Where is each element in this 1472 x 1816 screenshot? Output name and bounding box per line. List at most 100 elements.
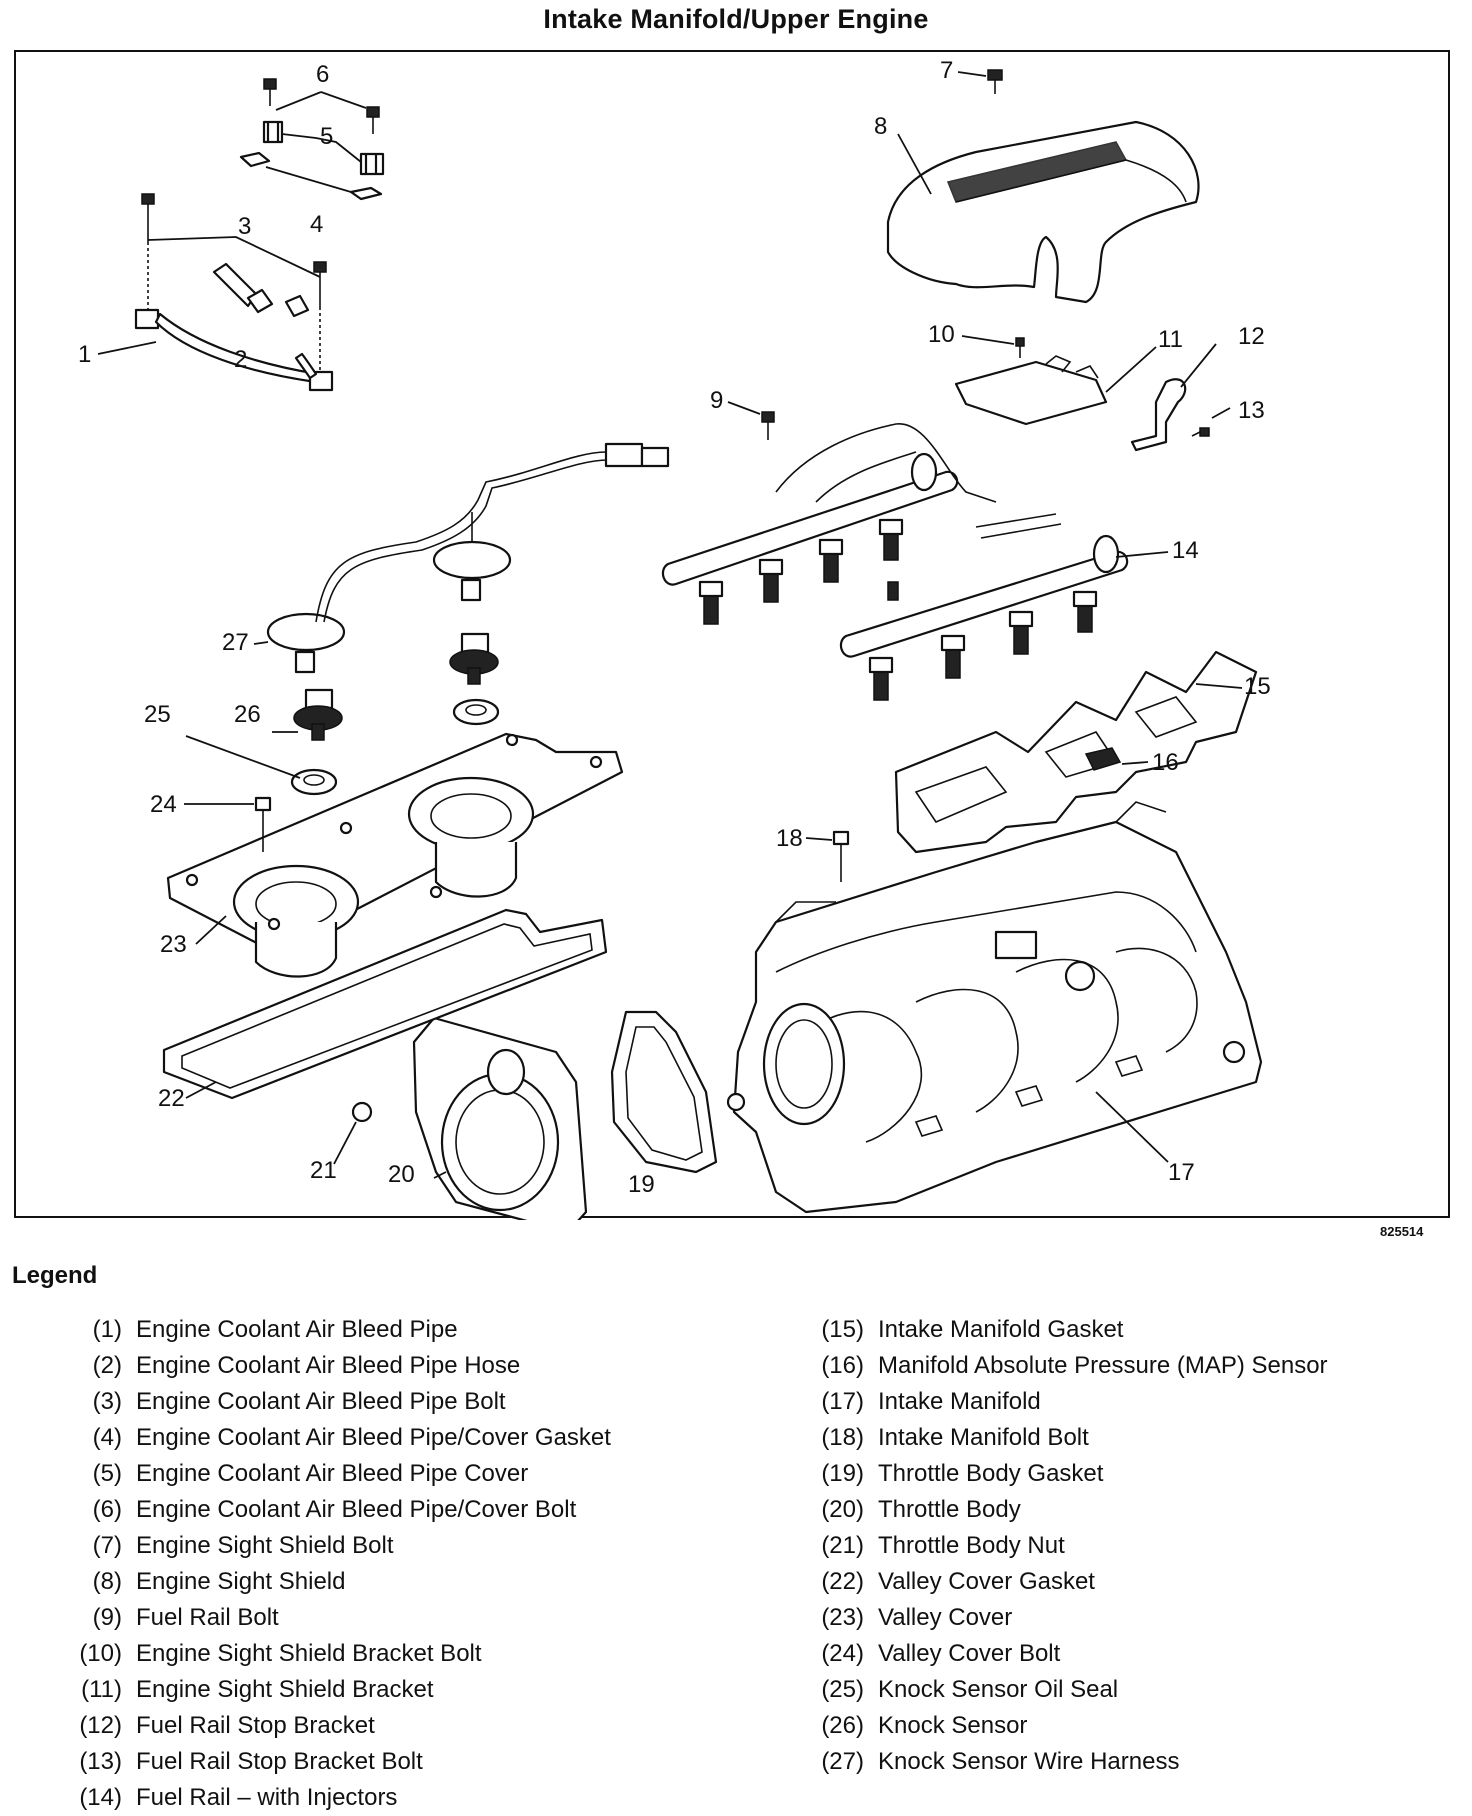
legend-item-label: Engine Sight Shield Bolt — [136, 1532, 394, 1559]
legend-item: (11) Engine Sight Shield Bracket — [40, 1672, 611, 1708]
legend-item: (6)Engine Coolant Air Bleed Pipe/Cover B… — [40, 1492, 611, 1528]
part-11-bracket — [954, 346, 1157, 426]
legend-item-number: (11) — [81, 1676, 122, 1703]
legend-item-number: (7) — [92, 1532, 122, 1559]
part-16-map-sensor — [1084, 747, 1149, 771]
legend-item-label: Engine Coolant Air Bleed Pipe Bolt — [136, 1388, 506, 1415]
legend-item: (17) Intake Manifold — [816, 1384, 1328, 1420]
callout-22: 22 — [158, 1085, 185, 1112]
legend-item-number: (25) — [821, 1676, 864, 1703]
legend-item: (8)Engine Sight Shield — [40, 1564, 611, 1600]
legend-item: (19)Throttle Body Gasket — [816, 1456, 1328, 1492]
callout-25: 25 — [144, 701, 171, 728]
legend-item-number: (12) — [79, 1712, 122, 1739]
callout-16: 16 — [1152, 749, 1179, 776]
legend-item-label: Valley Cover Bolt — [878, 1640, 1061, 1667]
legend-item-number: (23) — [821, 1604, 864, 1631]
legend-item: (23)Valley Cover — [816, 1600, 1328, 1636]
legend-item: (15)Intake Manifold Gasket — [816, 1312, 1328, 1348]
legend-item: (22) Valley Cover Gasket — [816, 1564, 1328, 1600]
legend-item-number: (22) — [821, 1568, 864, 1595]
legend-item: (21) Throttle Body Nut — [816, 1528, 1328, 1564]
legend-item-label: Fuel Rail Bolt — [136, 1604, 279, 1631]
legend-item-number: (18) — [821, 1424, 864, 1451]
part-20-throttle-body — [412, 1016, 588, 1220]
legend-item: (12)Fuel Rail Stop Bracket — [40, 1708, 611, 1744]
legend-column-right: (15)Intake Manifold Gasket (16)Manifold … — [816, 1312, 1328, 1780]
legend-item-label: Throttle Body Gasket — [878, 1460, 1104, 1487]
legend-item-label: Engine Sight Shield Bracket Bolt — [136, 1640, 482, 1667]
legend-item-label: Engine Sight Shield Bracket — [136, 1676, 434, 1703]
part-4-gaskets — [239, 151, 383, 201]
callout-7: 7 — [940, 57, 953, 84]
part-2-hose — [212, 262, 310, 318]
legend-item-number: (2) — [92, 1352, 122, 1379]
callout-26: 26 — [234, 701, 261, 728]
callout-10: 10 — [928, 321, 955, 348]
callout-21: 21 — [310, 1157, 337, 1184]
legend-item: (13)Fuel Rail Stop Bracket Bolt — [40, 1744, 611, 1780]
legend-item-label: Engine Coolant Air Bleed Pipe Hose — [136, 1352, 521, 1379]
part-8-engine-sight-shield — [886, 120, 1200, 304]
callout-9: 9 — [710, 387, 723, 414]
legend-item-number: (21) — [821, 1532, 864, 1559]
legend-item: (18)Intake Manifold Bolt — [816, 1420, 1328, 1456]
callout-1: 1 — [78, 341, 91, 368]
part-21-nut — [333, 1101, 373, 1165]
legend-item: (24) Valley Cover Bolt — [816, 1636, 1328, 1672]
legend-item-label: Intake Manifold — [878, 1388, 1041, 1415]
legend-item: (26)Knock Sensor — [816, 1708, 1328, 1744]
part-27-wire-harness — [253, 442, 670, 674]
callout-17: 17 — [1168, 1159, 1195, 1186]
legend-item: (20) Throttle Body — [816, 1492, 1328, 1528]
legend-item-label: Throttle Body Nut — [878, 1532, 1065, 1559]
callout-12: 12 — [1238, 323, 1265, 350]
legend-item: (5)Engine Coolant Air Bleed Pipe Cover — [40, 1456, 611, 1492]
legend-title: Legend — [12, 1262, 98, 1289]
exploded-view-drawing: 1 2 3 4 5 6 7 8 9 10 11 12 13 14 15 16 1… — [78, 57, 1271, 1220]
legend-item-number: (20) — [821, 1496, 864, 1523]
legend-item-number: (13) — [79, 1748, 122, 1775]
legend-item: (25) Knock Sensor Oil Seal — [816, 1672, 1328, 1708]
legend-item: (16)Manifold Absolute Pressure (MAP) Sen… — [816, 1348, 1327, 1384]
legend-item-number: (24) — [821, 1640, 864, 1667]
callout-18: 18 — [776, 825, 803, 852]
part-13-bolt — [1191, 407, 1231, 437]
part-10-bolt — [961, 335, 1025, 358]
callout-27: 27 — [222, 629, 249, 656]
exploded-view-diagram: 1 2 3 4 5 6 7 8 9 10 11 12 13 14 15 16 1… — [14, 50, 1450, 1220]
legend-item-label: Engine Coolant Air Bleed Pipe/Cover Gask… — [136, 1424, 611, 1451]
callout-6: 6 — [316, 61, 329, 88]
figure-id: 825514 — [1380, 1224, 1424, 1239]
legend-item-label: Knock Sensor Oil Seal — [878, 1676, 1119, 1703]
legend-item-label: Throttle Body — [878, 1496, 1021, 1523]
legend-item-label: Engine Coolant Air Bleed Pipe/Cover Bolt — [136, 1496, 577, 1523]
legend-item-number: (4) — [92, 1424, 122, 1451]
callout-13: 13 — [1238, 397, 1265, 424]
callout-11: 11 — [1158, 326, 1183, 353]
legend-item-number: (17) — [821, 1388, 864, 1415]
legend-item-number: (27) — [821, 1748, 864, 1775]
legend-column-left: (1) Engine Coolant Air Bleed Pipe (2) Engi… — [40, 1312, 611, 1816]
legend-item-number: (10) — [79, 1640, 122, 1667]
legend-item-label: Fuel Rail – with Injectors — [136, 1784, 398, 1811]
legend-item-label: Engine Coolant Air Bleed Pipe — [136, 1316, 458, 1343]
part-5-covers — [262, 120, 385, 176]
part-12-stop-bracket — [1130, 343, 1217, 452]
legend-item-number: (1) — [92, 1316, 122, 1343]
legend-item: (14) Fuel Rail – with Injectors — [40, 1780, 611, 1816]
legend-item-number: (5) — [92, 1460, 122, 1487]
part-19-throttle-gasket — [610, 1010, 718, 1174]
callout-5: 5 — [320, 123, 333, 150]
legend-item-number: (14) — [79, 1784, 122, 1811]
callout-15: 15 — [1244, 673, 1271, 700]
callout-23: 23 — [160, 931, 187, 958]
part-17-intake-manifold — [726, 801, 1263, 1214]
legend-item-number: (26) — [821, 1712, 864, 1739]
part-26-knock-sensors — [272, 632, 499, 741]
legend-item-label: Valley Cover Gasket — [878, 1568, 1095, 1595]
part-7-bolt — [957, 69, 1003, 94]
legend-item-number: (15) — [821, 1316, 864, 1343]
callout-19: 19 — [628, 1171, 655, 1198]
callout-3: 3 — [238, 213, 251, 240]
